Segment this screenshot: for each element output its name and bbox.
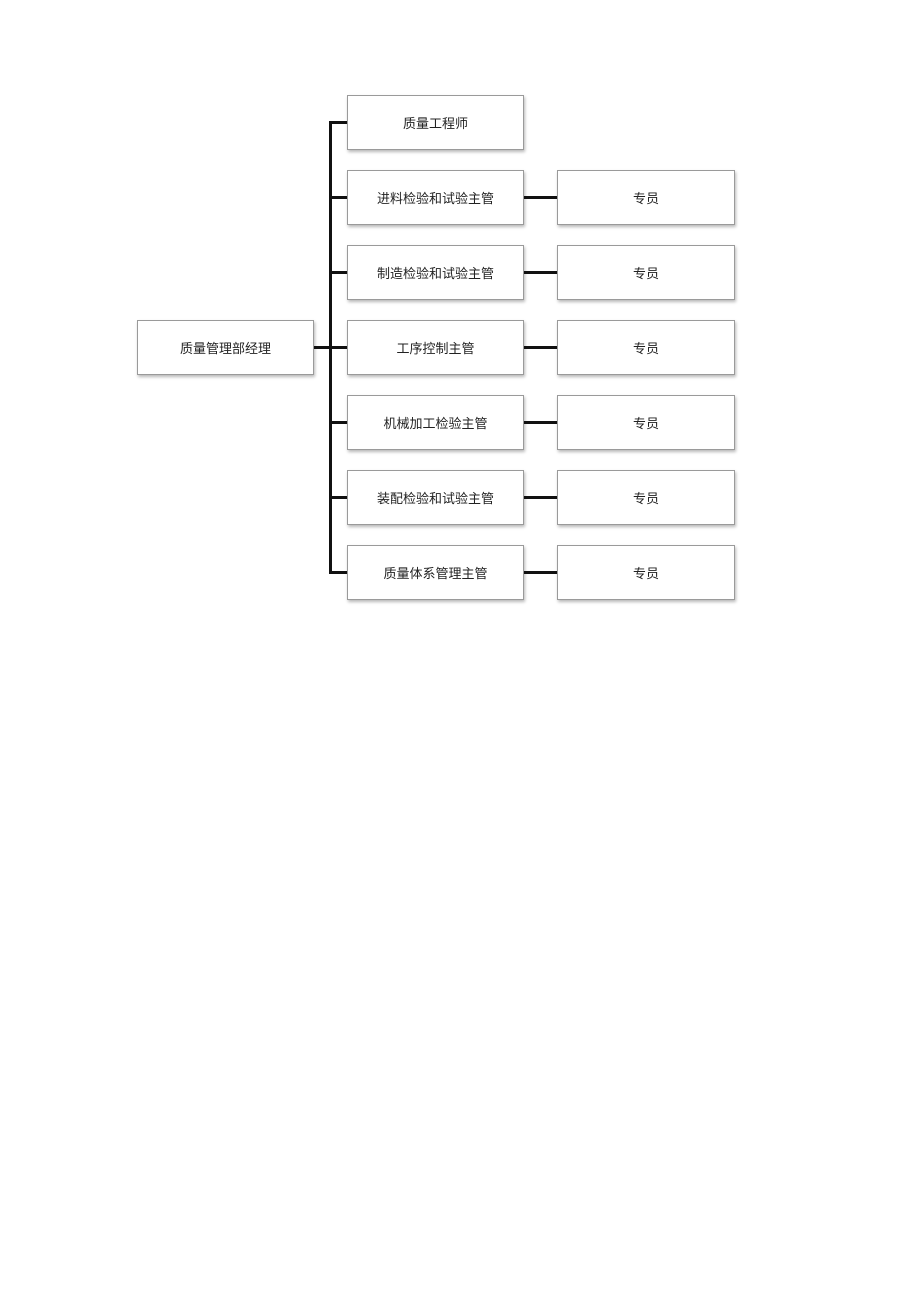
sub-node-label: 专员 (632, 192, 659, 207)
sub-connector (524, 496, 557, 499)
child-node: 质量工程师 (347, 95, 524, 150)
sub-connector (524, 421, 557, 424)
child-node-label: 机械加工检验主管 (383, 417, 488, 432)
root-connector (314, 346, 331, 349)
sub-node-label: 专员 (632, 567, 659, 582)
sub-connector (524, 196, 557, 199)
root-node: 质量管理部经理 (137, 320, 314, 375)
sub-node: 专员 (557, 170, 735, 225)
branch-connector (329, 496, 347, 499)
sub-node: 专员 (557, 245, 735, 300)
child-node: 机械加工检验主管 (347, 395, 524, 450)
child-node-label: 制造检验和试验主管 (376, 267, 494, 282)
child-node-label: 工序控制主管 (396, 342, 475, 357)
child-node: 质量体系管理主管 (347, 545, 524, 600)
branch-connector (329, 346, 347, 349)
sub-connector (524, 271, 557, 274)
branch-connector (329, 121, 347, 124)
sub-node-label: 专员 (632, 267, 659, 282)
sub-node: 专员 (557, 545, 735, 600)
sub-connector (524, 571, 557, 574)
branch-connector (329, 271, 347, 274)
sub-node-label: 专员 (632, 342, 659, 357)
child-node: 装配检验和试验主管 (347, 470, 524, 525)
branch-connector (329, 421, 347, 424)
child-node: 工序控制主管 (347, 320, 524, 375)
sub-node: 专员 (557, 320, 735, 375)
sub-node: 专员 (557, 470, 735, 525)
child-node: 进料检验和试验主管 (347, 170, 524, 225)
sub-node-label: 专员 (632, 492, 659, 507)
root-node-label: 质量管理部经理 (179, 342, 271, 357)
child-node-label: 质量体系管理主管 (383, 567, 488, 582)
child-node-label: 进料检验和试验主管 (376, 192, 494, 207)
child-node-label: 质量工程师 (402, 117, 468, 132)
sub-connector (524, 346, 557, 349)
sub-node-label: 专员 (632, 417, 659, 432)
branch-connector (329, 571, 347, 574)
child-node-label: 装配检验和试验主管 (376, 492, 494, 507)
sub-node: 专员 (557, 395, 735, 450)
branch-connector (329, 196, 347, 199)
child-node: 制造检验和试验主管 (347, 245, 524, 300)
